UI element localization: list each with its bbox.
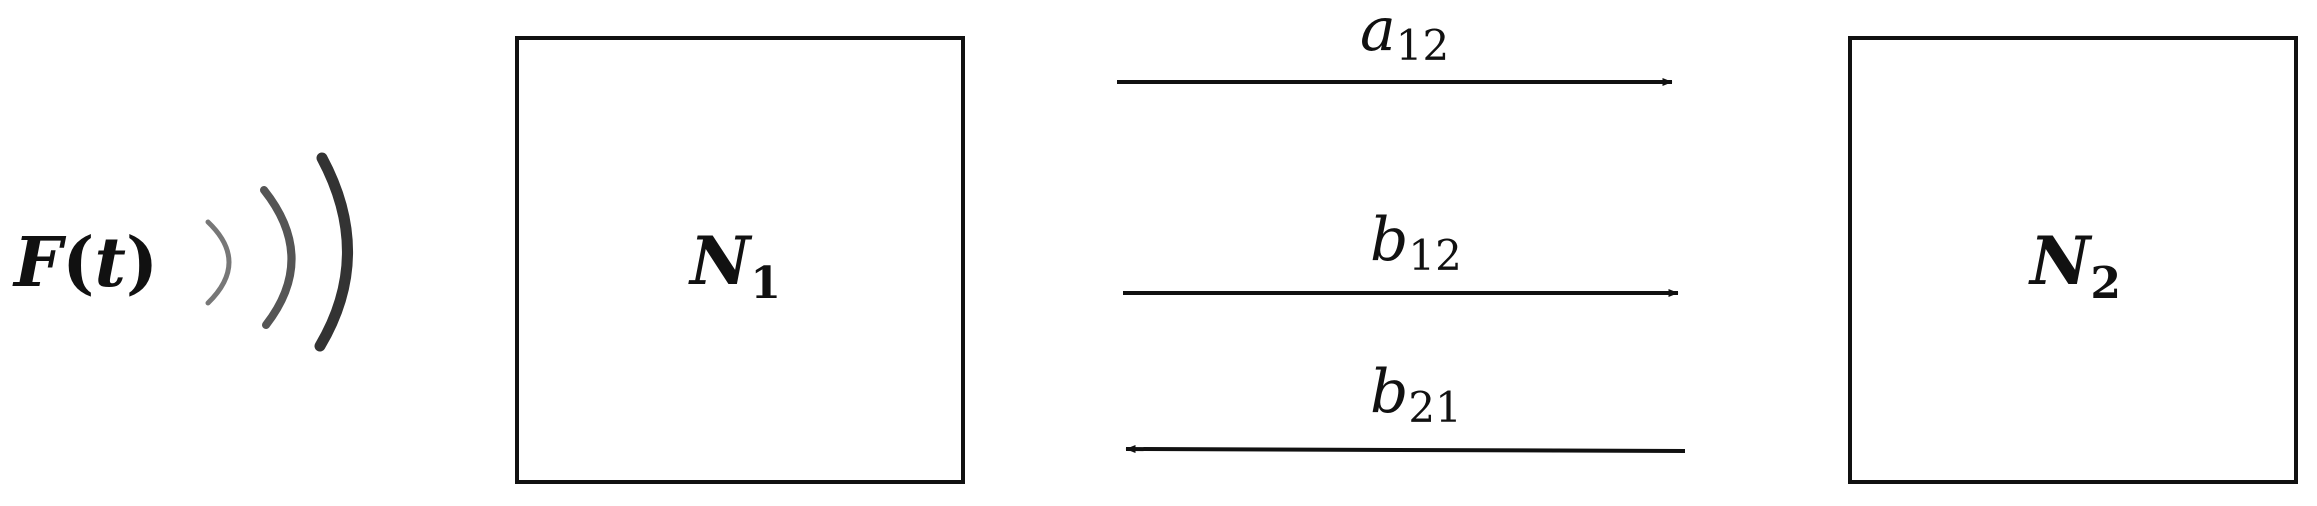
node-n1-label: N1 (688, 222, 781, 309)
node-n2: N2 (1848, 36, 2298, 484)
wave-arc-inner (205, 219, 232, 306)
node-n1-box (515, 36, 965, 484)
forcing-source: F(t) (12, 152, 353, 352)
arrow-left-icon (1125, 445, 1686, 454)
forcing-label: F(t) (12, 223, 158, 303)
edge-b12-label: b12 (1370, 205, 1462, 280)
edge-b12: b12 (1123, 205, 1679, 297)
wave-arc-middle (260, 186, 296, 329)
node-n2-box (1848, 36, 2298, 484)
edge-b21: b21 (1125, 357, 1686, 454)
node-n1: N1 (515, 36, 965, 484)
edge-a12: a12 (1117, 0, 1673, 86)
edge-a12-label: a12 (1360, 0, 1449, 70)
edge-b21-label: b21 (1370, 357, 1462, 432)
wave-arc-outer (314, 152, 353, 352)
node-n2-label: N2 (2028, 222, 2121, 309)
signal-wave-icon (205, 152, 353, 352)
